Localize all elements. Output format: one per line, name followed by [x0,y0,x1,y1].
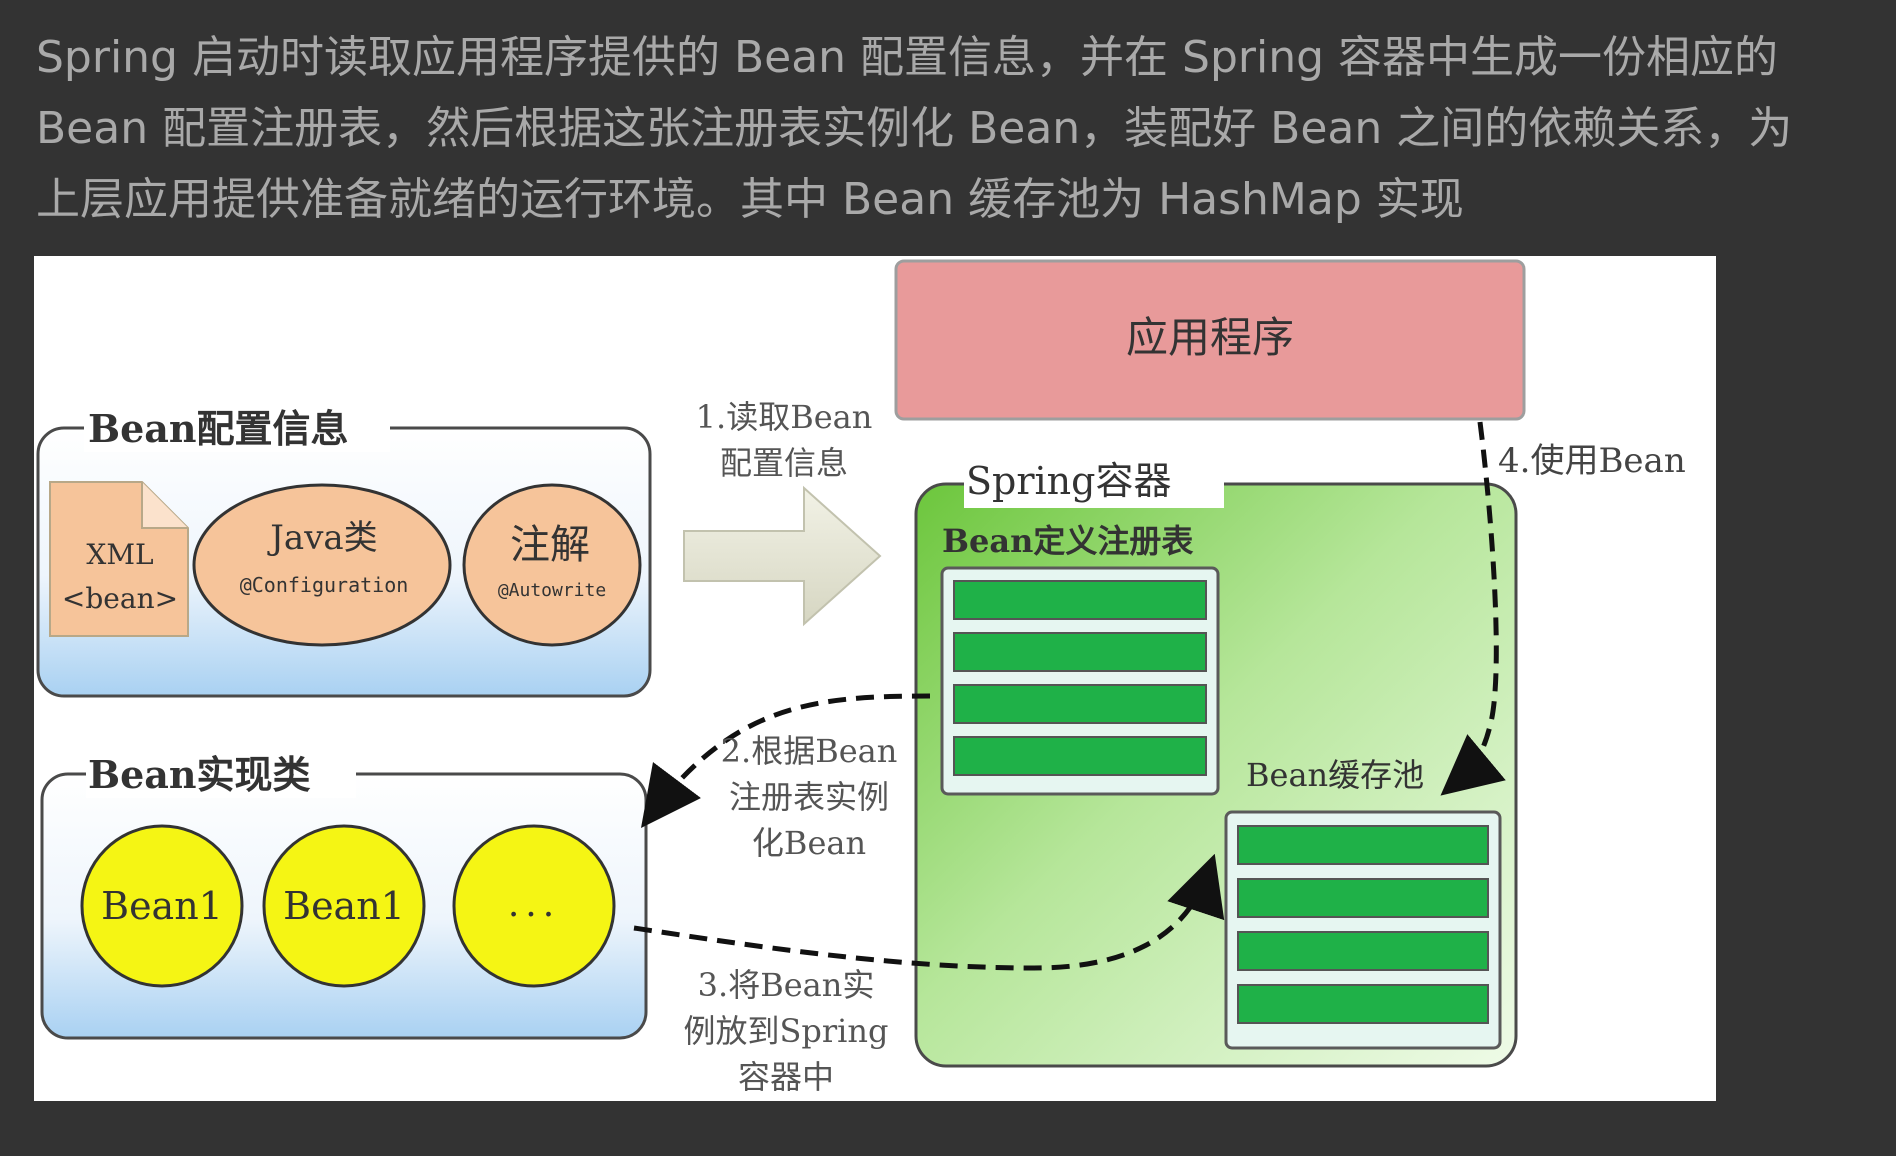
registry-row [953,580,1207,620]
bean-config-title: Bean配置信息 [88,406,349,451]
put-in-container-arrow [633,853,1225,971]
cache-row [1237,931,1489,971]
java-class-node: Java类 @Configuration [192,483,452,647]
registry-row [953,736,1207,776]
step3-label-line3: 容器中 [738,1058,834,1096]
spring-container: Spring容器 Bean定义注册表 Bean缓存池 [914,459,1518,1068]
registry-row [953,684,1207,724]
annotation-node: 注解 @Autowrite [462,483,642,647]
step2-label-line3: 化Bean [752,824,866,862]
step3-label-line1: 3.将Bean实 [698,966,875,1004]
bean-circle: Bean1 [80,824,244,988]
xml-document-node: XML <bean> [49,481,189,637]
bean-registry-title: Bean定义注册表 [942,522,1193,560]
xml-bean-label: <bean> [62,582,178,615]
registry-row [953,632,1207,672]
step1-label-line2: 配置信息 [720,444,848,482]
bean-impl-group: Bean实现类 Bean1 Bean1 ... [40,750,648,1040]
intro-paragraph: Spring 启动时读取应用程序提供的 Bean 配置信息，并在 Spring … [36,32,1793,225]
bean-cache-title: Bean缓存池 [1246,756,1424,794]
bean1-label: Bean1 [101,884,223,928]
more-beans-label: ... [508,884,560,925]
cache-row [1237,825,1489,865]
step2-label-line2: 注册表实例 [729,778,889,816]
step4-label: 4.使用Bean [1498,441,1686,481]
bean-circle-more: ... [452,824,616,988]
bean-circle: Bean1 [262,824,426,988]
java-class-label: Java类 [267,518,377,558]
step3-label-line2: 例放到Spring [683,1012,888,1050]
application-box: 应用程序 [894,259,1526,421]
cache-row [1237,984,1489,1024]
read-config-arrow [683,485,882,627]
xml-label: XML [86,538,153,571]
cache-row [1237,878,1489,918]
application-label: 应用程序 [1126,313,1294,362]
spring-ioc-diagram: 应用程序 Bean配置信息 XML <bean> Java类 @Configur… [34,256,1716,1101]
configuration-annotation: @Configuration [240,573,409,597]
bean-impl-title: Bean实现类 [88,752,311,797]
step2-label-line1: 2.根据Bean [721,732,898,770]
spring-container-title: Spring容器 [966,459,1171,503]
autowrite-annotation: @Autowrite [498,580,606,601]
bean-config-group: Bean配置信息 XML <bean> Java类 @Configuration… [36,404,652,698]
step1-label-line1: 1.读取Bean [696,398,873,436]
bean-definition-registry [940,566,1220,796]
bean1-label: Bean1 [283,884,405,928]
use-bean-arrow [1440,421,1506,796]
bean-cache-pool [1224,810,1502,1050]
instantiate-arrow [640,693,931,828]
annotation-label: 注解 [510,522,590,568]
